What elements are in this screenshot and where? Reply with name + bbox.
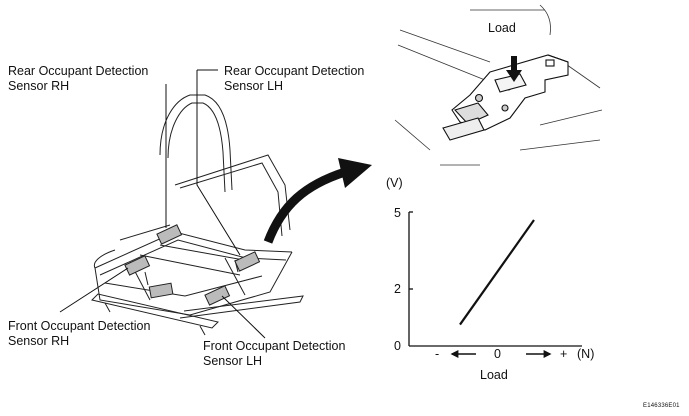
front-lh-sensor xyxy=(204,285,231,306)
front-lh-label: Front Occupant Detection Sensor LH xyxy=(203,339,345,369)
curved-arrow-head xyxy=(338,158,372,188)
y-tick-5: 5 xyxy=(394,206,401,220)
front-rh-sensor xyxy=(124,255,151,276)
x-tick-zero: 0 xyxy=(494,347,501,361)
rear-rh-label-line2: Sensor RH xyxy=(8,79,70,93)
front-lh-label-line2: Sensor LH xyxy=(203,354,263,368)
y-unit-label: (V) xyxy=(386,176,403,190)
rear-rh-label-line1: Rear Occupant Detection xyxy=(8,64,149,78)
front-rh-label: Front Occupant Detection Sensor RH xyxy=(8,319,150,349)
rear-rh-sensor xyxy=(156,224,183,245)
rear-lh-label-line2: Sensor LH xyxy=(224,79,284,93)
front-lh-label-line1: Front Occupant Detection xyxy=(203,339,346,353)
front-rh-label-line2: Sensor RH xyxy=(8,334,70,348)
series-line xyxy=(459,219,535,326)
load-top-label: Load xyxy=(488,21,516,35)
x-tick-minus: - xyxy=(435,347,440,361)
leader-lines xyxy=(59,69,266,339)
x-unit-label: (N) xyxy=(577,347,595,361)
x-tick-plus: + xyxy=(560,347,568,361)
rear-lh-sensor xyxy=(234,251,261,272)
front-rh-label-line1: Front Occupant Detection xyxy=(8,319,151,333)
center-sensor xyxy=(148,282,174,299)
sensor-body xyxy=(442,54,569,141)
load-arrow-head xyxy=(506,70,522,82)
y-tick-0: 0 xyxy=(394,339,401,353)
curved-arrow xyxy=(263,167,347,244)
rear-lh-label-line1: Rear Occupant Detection xyxy=(224,64,365,78)
figure-id: E146336E01 xyxy=(643,403,680,409)
rear-lh-label: Rear Occupant Detection Sensor LH xyxy=(224,64,364,94)
x-axis-label: Load xyxy=(480,368,508,382)
graph xyxy=(408,211,582,347)
y-tick-2: 2 xyxy=(394,282,401,296)
rear-rh-label: Rear Occupant Detection Sensor RH xyxy=(8,64,148,94)
